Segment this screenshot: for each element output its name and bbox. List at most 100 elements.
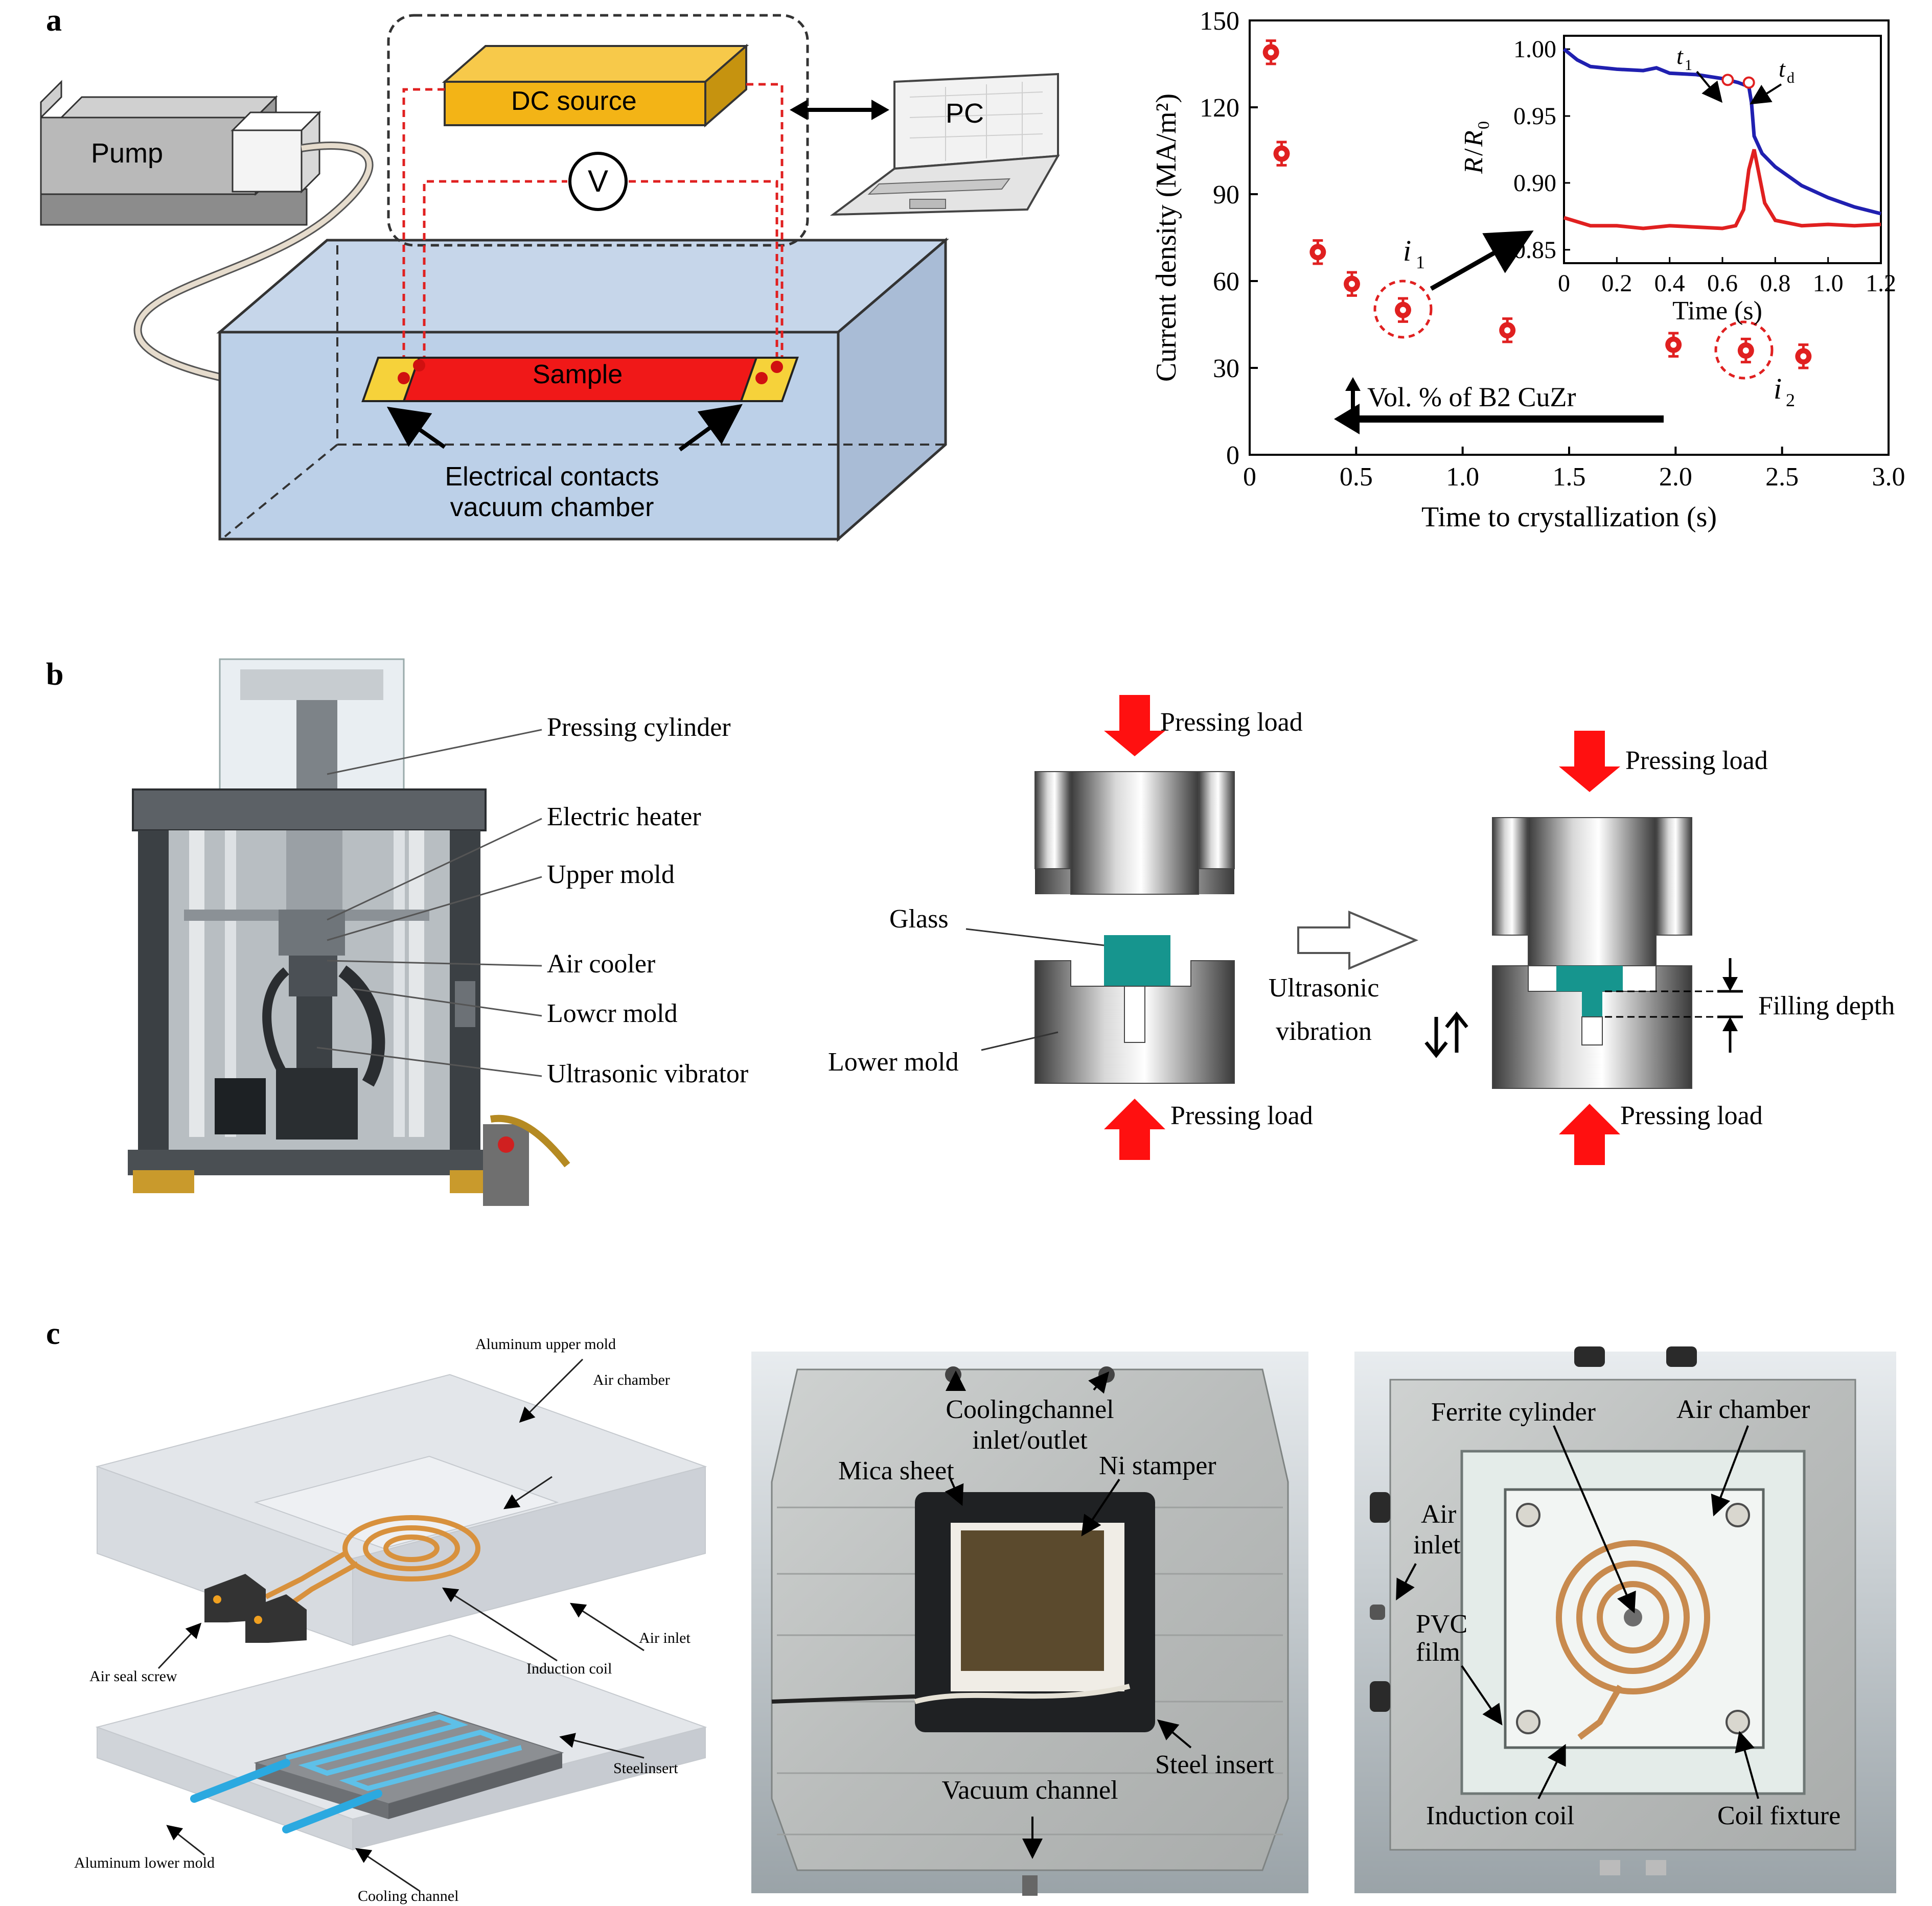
cooling-inlet-label-line2: inlet/outlet (972, 1426, 1088, 1455)
inset-y-tick-label: 0.85 (1513, 237, 1556, 264)
inset-x-tick-label: 0.4 (1654, 270, 1685, 297)
scatter-point-highlight (1268, 49, 1274, 56)
scatter-x-tick-label: 2.5 (1765, 462, 1799, 492)
inset-x-axis-label: Time (s) (1672, 296, 1762, 326)
t1-pointer (1696, 71, 1723, 103)
inset-x-tick-label: 0 (1558, 270, 1570, 297)
sample-label: Sample (533, 360, 623, 389)
td-pointer (1750, 83, 1782, 105)
scatter-y-tick-label: 120 (1200, 94, 1239, 123)
b2-volume-label: Vol. % of B2 CuZr (1367, 382, 1576, 412)
inset-y-label-sub: 0 (1474, 121, 1492, 129)
inset-x-tick-label: 1.0 (1813, 270, 1844, 297)
filling-depth-label: Filling depth (1758, 991, 1895, 1020)
cooling-channel-label: Cooling channel (358, 1888, 458, 1904)
td-marker (1742, 76, 1755, 89)
i2-subscript: 2 (1786, 390, 1795, 410)
pressing-load-arrow-top-left (1104, 695, 1165, 756)
inset-y-label-r0: R (1459, 130, 1488, 147)
steel-insert-photo-label: Steel insert (1155, 1750, 1274, 1779)
inset-x-tick-label: 1.2 (1866, 270, 1896, 297)
lower-mold-label: Aluminum lower mold (74, 1854, 215, 1871)
pressing-load-label-4: Pressing load (1620, 1101, 1763, 1130)
scatter-point-highlight (1315, 249, 1321, 255)
glass-block (1104, 935, 1170, 986)
b2-trend-arrowhead (1334, 404, 1360, 434)
glass-label: Glass (889, 904, 949, 934)
pump-illustration (40, 80, 374, 392)
mold-before-diagram (1034, 695, 1235, 1160)
ferrite-cylinder-label: Ferrite cylinder (1431, 1398, 1596, 1427)
vacuum-chamber (216, 237, 949, 542)
pressing-load-label-3: Pressing load (1625, 746, 1768, 775)
diagram-leader-lines (157, 1358, 645, 1892)
pressing-load-arrow-bottom-right (1559, 1104, 1620, 1165)
control-enclosure (387, 14, 809, 247)
scatter-x-axis-label: Time to crystallization (s) (1421, 501, 1717, 533)
photo-label-3: Air cooler (547, 949, 655, 979)
scatter-y-tick-label: 60 (1213, 267, 1239, 296)
scatter-y-tick-label: 150 (1200, 7, 1239, 36)
scatter-point-highlight (1504, 327, 1511, 334)
sample-bar (361, 357, 799, 402)
mica-sheet-label: Mica sheet (838, 1456, 954, 1485)
i1-label: i (1403, 234, 1411, 267)
air-inlet-label: Air inlet (639, 1630, 691, 1646)
scatter-x-tick-label: 1.5 (1553, 462, 1586, 492)
panel-letter-b: b (46, 657, 63, 692)
contacts-label-line2: vacuum chamber (450, 493, 654, 522)
scatter-y-tick-label: 90 (1213, 180, 1239, 210)
induction-coil-label: Induction coil (526, 1660, 612, 1677)
circuit-wires (402, 83, 784, 368)
contact-arrow-right (678, 404, 743, 452)
vacuum-channel-label: Vacuum channel (941, 1776, 1118, 1805)
pvc-film-line1: PVC (1416, 1610, 1467, 1639)
panel-letter-c: c (46, 1316, 60, 1351)
inset-x-tick-label: 0.2 (1601, 270, 1632, 297)
contacts-label-line1: Electrical contacts (445, 462, 659, 492)
ni-stamper-label: Ni stamper (1099, 1451, 1216, 1480)
scatter-point-highlight (1800, 353, 1807, 360)
air-chamber-label: Air chamber (593, 1372, 670, 1388)
scatter-y-tick-label: 0 (1226, 441, 1239, 470)
pump-label: Pump (91, 138, 163, 169)
voltmeter-label: V (588, 164, 608, 198)
data-link-arrowhead-left (790, 100, 808, 120)
data-link-arrowhead-right (871, 100, 889, 120)
i1-highlight-circle (1373, 280, 1433, 339)
scatter-point-highlight (1278, 150, 1285, 157)
pvc-film-line2: film (1416, 1638, 1460, 1667)
scatter-point-highlight (1742, 347, 1749, 354)
i2-highlight-circle (1714, 320, 1774, 380)
induction-mold-exploded-diagram (95, 1374, 707, 1851)
photo-label-1: Electric heater (547, 802, 701, 831)
dc-source-label: DC source (511, 86, 637, 116)
mold-photo-steel-insert (751, 1352, 1308, 1896)
ultrasonic-label-line2: vibration (1276, 1017, 1372, 1046)
inset-series-red-line (1563, 149, 1881, 230)
contact-arrow-left (386, 406, 446, 449)
i2-label: i (1774, 372, 1782, 405)
i1-subscript: 1 (1416, 252, 1425, 272)
glass-leader-line (965, 928, 1105, 1051)
ultrasonic-label-line1: Ultrasonic (1269, 973, 1379, 1003)
scatter-y-tick-label: 30 (1213, 354, 1239, 383)
air-inlet-photo-line1: Air (1421, 1500, 1456, 1529)
panel-letter-a: a (46, 3, 62, 38)
t1-subscript: 1 (1685, 57, 1692, 74)
inset-y-label-r: R (1459, 157, 1488, 174)
lower-mold-label: Lower mold (828, 1048, 959, 1077)
inset-y-tick-label: 1.00 (1513, 36, 1556, 63)
air-chamber-photo-label: Air chamber (1676, 1395, 1810, 1424)
voltmeter-icon (568, 152, 628, 211)
inset-x-tick-label: 0.8 (1760, 270, 1790, 297)
induction-coil-photo-label: Induction coil (1426, 1801, 1574, 1830)
process-arrow (1297, 910, 1419, 970)
cooling-inlet-label-line1: Coolingchannel (946, 1395, 1114, 1424)
inset-x-tick-label: 0.6 (1707, 270, 1738, 297)
ultrasonic-press-photo (128, 658, 570, 1206)
pc-label: PC (946, 98, 984, 129)
